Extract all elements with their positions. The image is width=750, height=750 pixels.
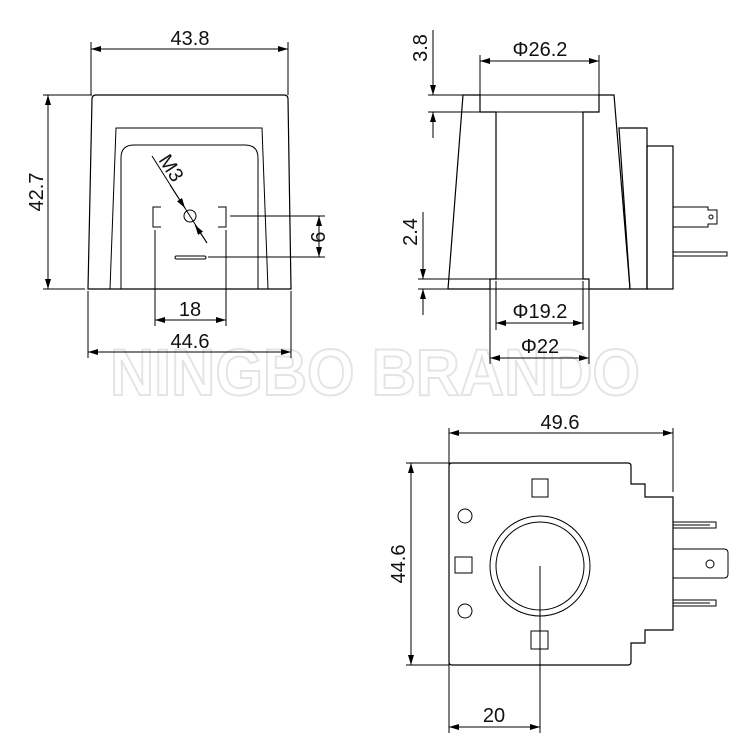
dim-height: 42.7 <box>26 173 48 212</box>
watermark: NINGBO BRANDO <box>110 335 640 409</box>
dim-center-offset: 20 <box>483 705 505 727</box>
section-left-wall <box>447 94 497 290</box>
dim-width-bottom: 44.6 <box>171 331 210 353</box>
square-mark-top <box>531 478 549 498</box>
inner-frame <box>109 127 269 290</box>
terminal-top <box>673 521 717 529</box>
connector-face <box>120 144 259 289</box>
terminal-tab <box>673 206 718 228</box>
bottom-view: 49.6 44.6 20 <box>388 412 729 733</box>
m3-screw-hole <box>183 209 197 223</box>
dim-pin-spacing: 18 <box>179 299 201 321</box>
dim-bore-diameter: Φ19.2 <box>513 301 568 323</box>
dim-top-recess-depth: 3.8 <box>410 34 432 62</box>
hole-bottom <box>457 603 473 619</box>
dim-bottom-recess-depth: 2.4 <box>400 218 422 246</box>
terminal-middle <box>673 548 729 579</box>
coil-base-outline <box>448 462 674 666</box>
earth-slot <box>174 255 207 260</box>
hole-top <box>457 508 473 524</box>
section-connector-block <box>646 145 674 290</box>
dim-base-height: 44.6 <box>388 545 410 584</box>
thread-label: M3 <box>154 151 188 186</box>
dim-top-recess-diameter: Φ26.2 <box>513 39 568 61</box>
square-mark-left <box>454 556 473 574</box>
pin-brackets <box>152 206 227 228</box>
terminal-bottom <box>673 599 717 607</box>
section-view: 3.8 Φ26.2 2.4 Φ19.2 Φ22 <box>400 30 728 364</box>
dim-overall-length: 49.6 <box>541 412 580 434</box>
coil-body-outline <box>87 94 292 290</box>
dim-pin-offset: 9 <box>306 231 328 242</box>
terminal-wire <box>673 251 728 257</box>
front-view: M3 43.8 42.7 9 18 44.6 <box>26 28 328 358</box>
dim-width-top: 43.8 <box>171 28 210 50</box>
dim-bottom-recess-diameter: Φ22 <box>521 336 559 358</box>
